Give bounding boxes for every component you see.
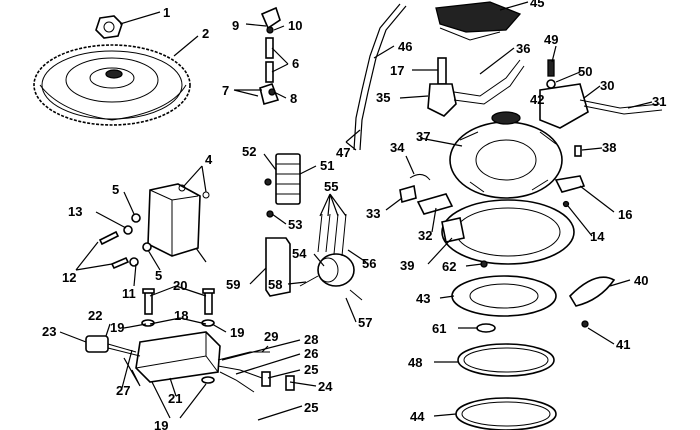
callout-44: 44 xyxy=(410,409,425,424)
part-power-pack xyxy=(85,331,295,393)
callout-14: 14 xyxy=(590,229,605,244)
callout-16: 16 xyxy=(618,207,632,222)
callout-53: 53 xyxy=(288,217,302,232)
callout-5b: 5 xyxy=(155,268,162,283)
callout-25a: 25 xyxy=(304,362,318,377)
part-power-coil xyxy=(539,59,663,129)
callout-19c: 19 xyxy=(154,418,168,430)
callout-32: 32 xyxy=(418,228,432,243)
callout-12: 12 xyxy=(62,270,76,285)
callout-52: 52 xyxy=(242,144,256,159)
callout-19a: 19 xyxy=(110,320,124,335)
part-o-rings xyxy=(455,343,557,430)
callout-31: 31 xyxy=(652,94,666,109)
part-boot-set xyxy=(259,6,281,105)
callout-23: 23 xyxy=(42,324,56,339)
part-flywheel xyxy=(33,44,191,126)
leader-lines xyxy=(59,1,653,421)
callout-40: 40 xyxy=(634,273,648,288)
callout-34: 34 xyxy=(390,140,405,155)
callout-45: 45 xyxy=(530,0,544,10)
callout-54: 54 xyxy=(292,246,307,261)
part-bolts xyxy=(142,288,215,315)
callout-11: 11 xyxy=(122,286,136,301)
callout-58: 58 xyxy=(268,277,282,292)
part-terminal-block xyxy=(264,153,301,218)
part-harness xyxy=(353,1,522,151)
callout-7: 7 xyxy=(222,83,229,98)
callout-17: 17 xyxy=(390,63,404,78)
callout-24: 24 xyxy=(318,379,333,394)
callout-27: 27 xyxy=(116,383,130,398)
callout-20: 20 xyxy=(173,278,187,293)
part-nut xyxy=(95,15,123,39)
callout-41: 41 xyxy=(616,337,630,352)
callout-55: 55 xyxy=(324,179,338,194)
callout-29: 29 xyxy=(264,329,278,344)
callout-42: 42 xyxy=(530,92,544,107)
callout-19b: 19 xyxy=(230,325,244,340)
callout-10: 10 xyxy=(288,18,302,33)
callout-2: 2 xyxy=(202,26,209,41)
callout-6: 6 xyxy=(292,56,299,71)
callout-49: 49 xyxy=(544,32,558,47)
callout-22: 22 xyxy=(88,308,102,323)
callout-51: 51 xyxy=(320,158,334,173)
callout-5a: 5 xyxy=(112,182,119,197)
callout-37: 37 xyxy=(416,129,430,144)
callout-50: 50 xyxy=(578,64,592,79)
callout-18: 18 xyxy=(174,308,188,323)
callout-9: 9 xyxy=(232,18,239,33)
callout-62: 62 xyxy=(442,259,456,274)
callout-numbers: 1 2 4 5 5 6 7 8 9 10 11 12 13 14 16 17 1… xyxy=(42,0,666,430)
part-retainer-clip xyxy=(568,276,616,328)
callout-38: 38 xyxy=(602,140,616,155)
callout-8: 8 xyxy=(290,91,297,106)
callout-13: 13 xyxy=(68,204,82,219)
part-ignition-coil xyxy=(147,183,210,257)
callout-39: 39 xyxy=(400,258,414,273)
callout-47: 47 xyxy=(336,145,350,160)
callout-28: 28 xyxy=(304,332,318,347)
part-pickup xyxy=(427,57,525,117)
part-rectifier xyxy=(299,213,363,301)
callout-4: 4 xyxy=(205,152,213,167)
callout-36: 36 xyxy=(516,41,530,56)
callout-56: 56 xyxy=(362,256,376,271)
callout-57: 57 xyxy=(358,315,372,330)
callout-46: 46 xyxy=(398,39,412,54)
callout-35: 35 xyxy=(376,90,390,105)
callout-21: 21 xyxy=(168,391,182,406)
part-bracket xyxy=(265,237,291,297)
callout-30: 30 xyxy=(600,78,614,93)
part-screws-left xyxy=(98,213,152,270)
part-stator-plate xyxy=(399,111,586,215)
part-retainer xyxy=(451,260,557,333)
callout-61: 61 xyxy=(432,321,446,336)
callout-1: 1 xyxy=(163,5,170,20)
callout-25b: 25 xyxy=(304,400,318,415)
part-mounting-ring xyxy=(441,199,575,265)
callout-48: 48 xyxy=(408,355,422,370)
callout-26: 26 xyxy=(304,346,318,361)
callout-59: 59 xyxy=(226,277,240,292)
callout-43: 43 xyxy=(416,291,430,306)
callout-33: 33 xyxy=(366,206,380,221)
